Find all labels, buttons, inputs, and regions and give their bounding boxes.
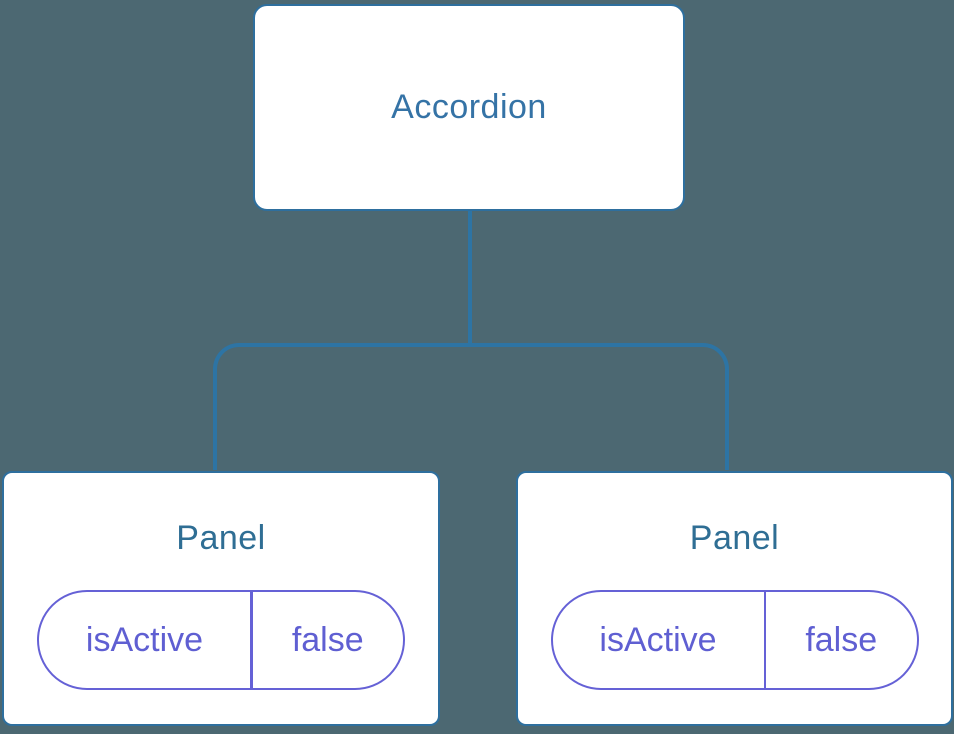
panel-node-left: Panel isActive false [2, 471, 440, 726]
state-value: false [291, 620, 364, 659]
state-name: isActive [85, 620, 204, 659]
accordion-node-label: Accordion [391, 88, 547, 126]
state-pill-divider [250, 592, 253, 688]
panel-left-state-pill: isActive false [37, 590, 405, 690]
panel-right-state-pill: isActive false [550, 590, 919, 690]
state-name: isActive [599, 620, 717, 659]
panel-left-label: Panel [176, 519, 266, 557]
state-value: false [805, 620, 878, 659]
state-pill-divider [763, 592, 766, 688]
accordion-node: Accordion [253, 4, 685, 211]
panel-node-right: Panel isActive false [516, 471, 953, 726]
connector-stem-line [468, 209, 472, 347]
panel-right-label: Panel [689, 519, 780, 557]
connector-bracket-line [213, 343, 729, 470]
